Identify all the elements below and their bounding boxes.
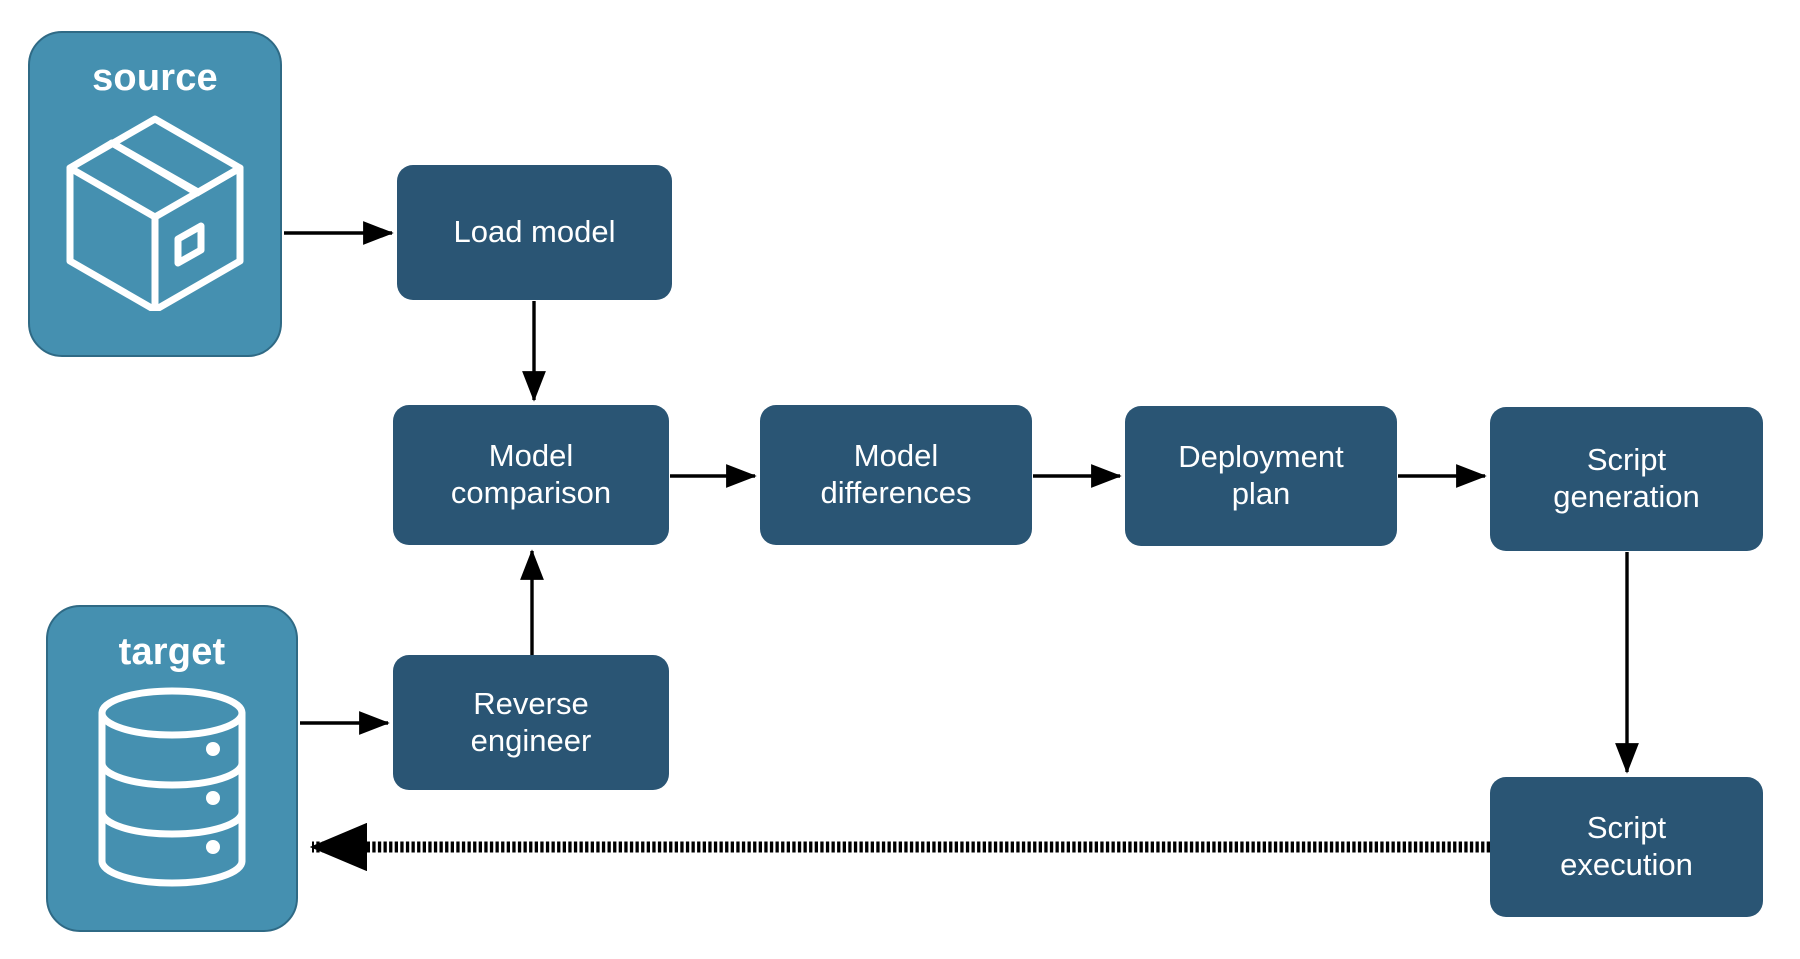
endpoint-card-source[interactable]: source [28,31,282,357]
node-label-script-generation: Script generation [1553,442,1700,514]
endpoint-title-source: source [92,57,218,99]
node-label-model-comparison: Model comparison [450,438,612,510]
endpoint-title-target: target [118,631,226,673]
node-script-generation[interactable]: Script generation [1490,407,1763,551]
endpoint-card-target[interactable]: target [46,605,298,932]
node-label-reverse-engineer: Reverse engineer [470,685,592,758]
node-model-differences[interactable]: Model differences [760,405,1032,545]
node-label-script-execution: Script execution [1560,810,1693,882]
node-label-load-model: Load model [453,214,616,250]
node-model-comparison[interactable]: Model comparison [393,405,669,545]
node-label-deployment-plan: Deployment plan [1178,439,1344,511]
node-label-model-differences: Model differences [820,438,972,510]
node-script-execution[interactable]: Script execution [1490,777,1763,917]
package-box-icon [60,111,250,316]
node-load-model[interactable]: Load model [397,165,672,300]
node-deployment-plan[interactable]: Deployment plan [1125,406,1397,546]
node-reverse-engineer[interactable]: Reverse engineer [393,655,669,790]
database-cylinder-icon [92,687,252,892]
